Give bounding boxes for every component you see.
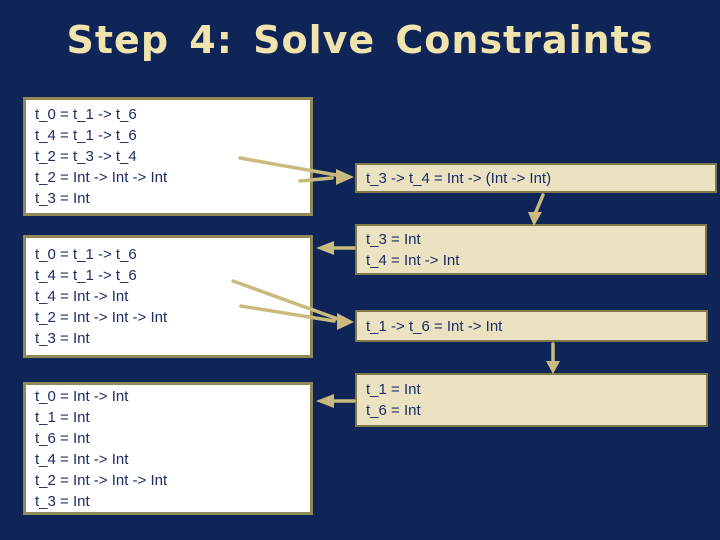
constraint-line: t_1 -> t_6 = Int -> Int (366, 317, 503, 335)
constraint-line: t_1 = Int (366, 381, 421, 398)
constraint-line: t_2 = Int -> Int -> Int (35, 471, 168, 489)
slide-title: Step 4: Solve Constraints (66, 18, 654, 62)
substitute-arrow-1 (316, 241, 356, 255)
constraint-line: t_0 = t_1 -> t_6 (35, 106, 137, 123)
constraint-line: t_2 = t_3 -> t_4 (35, 148, 137, 165)
constraint-line: t_4 = Int -> Int (366, 251, 460, 269)
solve-arrow-1 (528, 193, 545, 226)
constraint-line: t_0 = t_1 -> t_6 (35, 246, 137, 263)
constraint-line: t_2 = Int -> Int -> Int (35, 169, 168, 186)
unify-equation-box-2: t_1 -> t_6 = Int -> Int (355, 310, 708, 342)
constraint-line: t_6 = Int (35, 429, 90, 447)
constraint-box-intermediate: t_0 = t_1 -> t_6 t_4 = t_1 -> t_6 t_4 = … (23, 235, 313, 358)
constraint-line: t_3 = Int (35, 330, 90, 347)
constraint-line: t_6 = Int (366, 402, 421, 419)
solve-arrow-2 (546, 342, 560, 374)
unify-equation-box-1: t_3 -> t_4 = Int -> (Int -> Int) (355, 163, 717, 193)
constraint-line: t_4 = t_1 -> t_6 (35, 267, 137, 284)
substitute-arrow-2 (316, 394, 356, 408)
constraint-line: t_3 -> t_4 = Int -> (Int -> Int) (366, 169, 552, 187)
unify-result-box-2: t_1 = Int t_6 = Int (355, 373, 708, 427)
constraint-line: t_2 = Int -> Int -> Int (35, 309, 168, 326)
constraint-line: t_3 = Int (35, 190, 90, 207)
constraint-line: t_3 = Int (366, 230, 421, 248)
constraint-box-initial: t_0 = t_1 -> t_6 t_4 = t_1 -> t_6 t_2 = … (23, 97, 313, 216)
constraint-line: t_0 = Int -> Int (35, 387, 129, 405)
unify-result-box-1: t_3 = Int t_4 = Int -> Int (355, 224, 707, 275)
constraint-line: t_1 = Int (35, 408, 90, 426)
constraint-line: t_4 = t_1 -> t_6 (35, 127, 137, 144)
constraint-line: t_4 = Int -> Int (35, 450, 129, 468)
constraint-line: t_3 = Int (35, 492, 90, 510)
constraint-line: t_4 = Int -> Int (35, 288, 129, 305)
constraint-box-solved: t_0 = Int -> Int t_1 = Int t_6 = Int t_4… (23, 382, 313, 515)
